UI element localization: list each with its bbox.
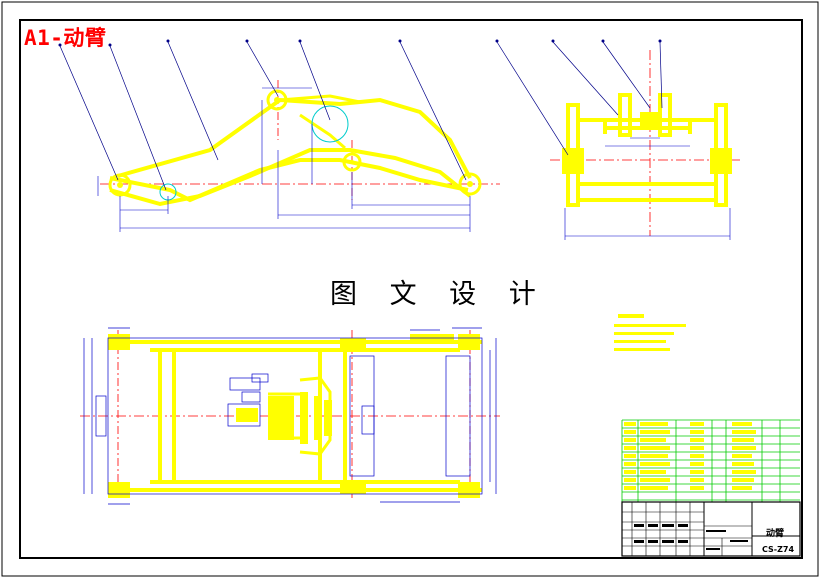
title-block-drawing-code: CS-Z74 — [762, 545, 795, 554]
tip-pin-lug — [458, 172, 482, 196]
title-block — [621, 501, 801, 557]
drawing-tag: A1-动臂 — [24, 26, 107, 50]
plan-view — [80, 327, 500, 505]
root-pin-lug — [108, 173, 132, 197]
side-view — [58, 39, 500, 232]
end-view — [495, 39, 740, 240]
boom-outline — [109, 158, 469, 203]
technical-notes — [614, 314, 686, 351]
cylinder-pin-lug — [266, 89, 288, 111]
center-title: 图 文 设 计 — [330, 279, 548, 310]
inner-frame — [19, 19, 803, 559]
title-block-part-name: 动臂 — [766, 529, 785, 539]
mid-pin-lug — [342, 152, 362, 172]
bom-table — [621, 419, 800, 502]
